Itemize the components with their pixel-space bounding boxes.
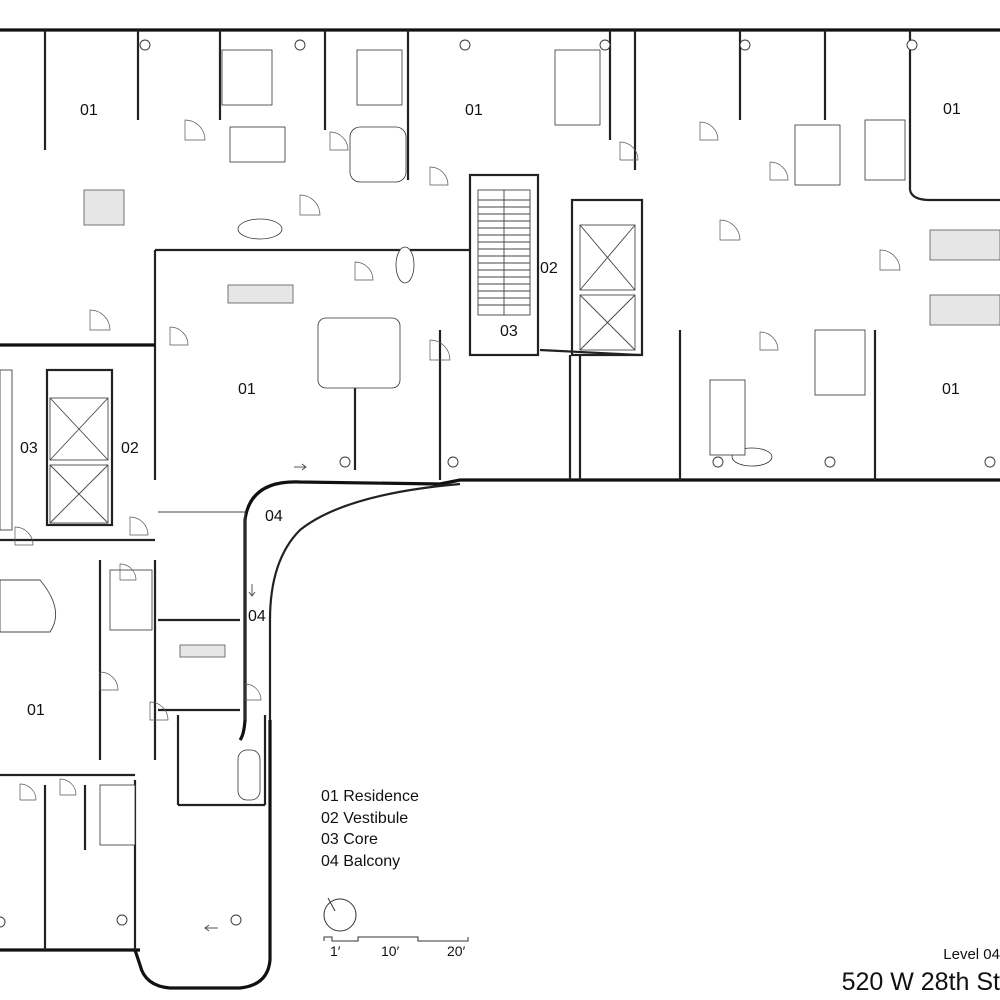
column-marker [459, 39, 471, 51]
door-swing [354, 261, 374, 281]
door-swing [184, 119, 206, 141]
door-swing [244, 683, 262, 701]
scale-bar: 1′ 10′ 20′ [318, 895, 488, 970]
elevator-shafts [49, 224, 636, 524]
column-marker [599, 39, 611, 51]
level-label: Level 04 [943, 946, 1000, 963]
door-swing [129, 516, 149, 536]
door-swing [14, 526, 34, 546]
north-arrow-and-scale [323, 897, 469, 942]
legend: 01 Residence 02 Vestibule 03 Core 04 Bal… [321, 786, 419, 872]
room-tag-core: 03 [20, 440, 38, 457]
column-marker [984, 456, 996, 468]
door-swing [759, 331, 779, 351]
column-marker [139, 39, 151, 51]
door-swing [329, 131, 349, 151]
scale-tick: 10′ [381, 943, 400, 959]
door-swings [14, 119, 901, 801]
legend-item: 01 Residence [321, 788, 419, 805]
door-swing [429, 339, 451, 361]
door-swing [19, 783, 37, 801]
structural-columns [0, 39, 996, 928]
door-swing [89, 309, 111, 331]
column-marker [0, 916, 6, 928]
column-marker [294, 39, 306, 51]
door-swing [619, 141, 639, 161]
column-marker [824, 456, 836, 468]
legend-item: 02 Vestibule [321, 809, 409, 827]
scale-tick: 1′ [330, 943, 341, 959]
room-tag-vestibule: 02 [121, 440, 139, 457]
scale-tick: 20′ [447, 943, 466, 959]
room-tag-residence: 01 [943, 101, 961, 118]
column-marker [906, 39, 918, 51]
room-tag-residence: 01 [238, 381, 256, 398]
column-marker [230, 914, 242, 926]
column-marker [739, 39, 751, 51]
door-swing [699, 121, 719, 141]
door-swing [149, 701, 169, 721]
door-swing [719, 219, 741, 241]
room-tag-residence: 01 [80, 102, 98, 119]
column-marker [116, 914, 128, 926]
legend-item: 03 Core [321, 831, 378, 848]
door-swing [119, 563, 137, 581]
door-swing [769, 161, 789, 181]
door-swing [99, 671, 119, 691]
column-marker [339, 456, 351, 468]
room-tags: 01 01 01 01 01 01 02 02 03 03 04 04 [20, 101, 961, 719]
door-swing [429, 166, 449, 186]
room-tag-core: 03 [500, 323, 518, 340]
door-swing [59, 778, 77, 796]
room-tag-residence: 01 [465, 102, 483, 119]
room-tag-vestibule: 02 [540, 260, 558, 277]
exterior-walls [0, 28, 1000, 990]
room-tag-residence: 01 [942, 381, 960, 398]
interior-walls [0, 30, 1000, 950]
arrows [204, 463, 307, 932]
legend-item: 04 Balcony [321, 852, 401, 870]
door-swing [169, 326, 189, 346]
door-swing [299, 194, 321, 216]
door-swing [879, 249, 901, 271]
drawing-title: 520 W 28th St [841, 968, 1000, 996]
column-marker [712, 456, 724, 468]
room-tag-balcony: 04 [265, 508, 283, 525]
room-tag-residence: 01 [27, 702, 45, 719]
stair-core [0, 189, 531, 633]
scale-ruler [323, 936, 469, 942]
north-arrow-icon [323, 898, 357, 932]
room-tag-balcony: 04 [248, 608, 266, 625]
fixtures [83, 49, 1000, 846]
column-marker [447, 456, 459, 468]
